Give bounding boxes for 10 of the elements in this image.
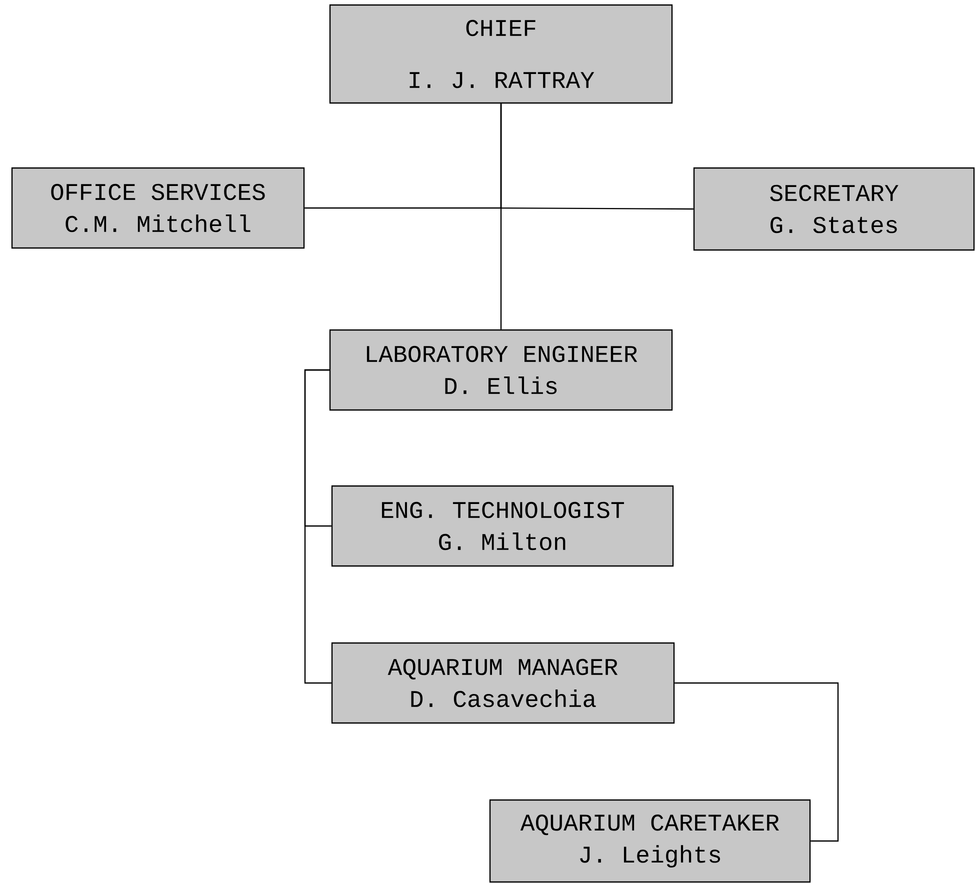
org-box: LABORATORY ENGINEER D. Ellis: [329, 329, 673, 411]
org-box: AQUARIUM MANAGER D. Casavechia: [331, 642, 675, 724]
connector-line: [304, 369, 332, 684]
org-box: ENG. TECHNOLOGIST G. Milton: [331, 485, 674, 567]
org-box: CHIEF I. J. RATTRAY: [329, 4, 673, 104]
org-box: SECRETARY G. States: [693, 167, 975, 251]
connector-line: [674, 682, 839, 842]
connector-line: [500, 104, 502, 330]
org-box: OFFICE SERVICES C.M. Mitchell: [11, 167, 305, 249]
org-box: AQUARIUM CARETAKER J. Leights: [489, 799, 811, 883]
